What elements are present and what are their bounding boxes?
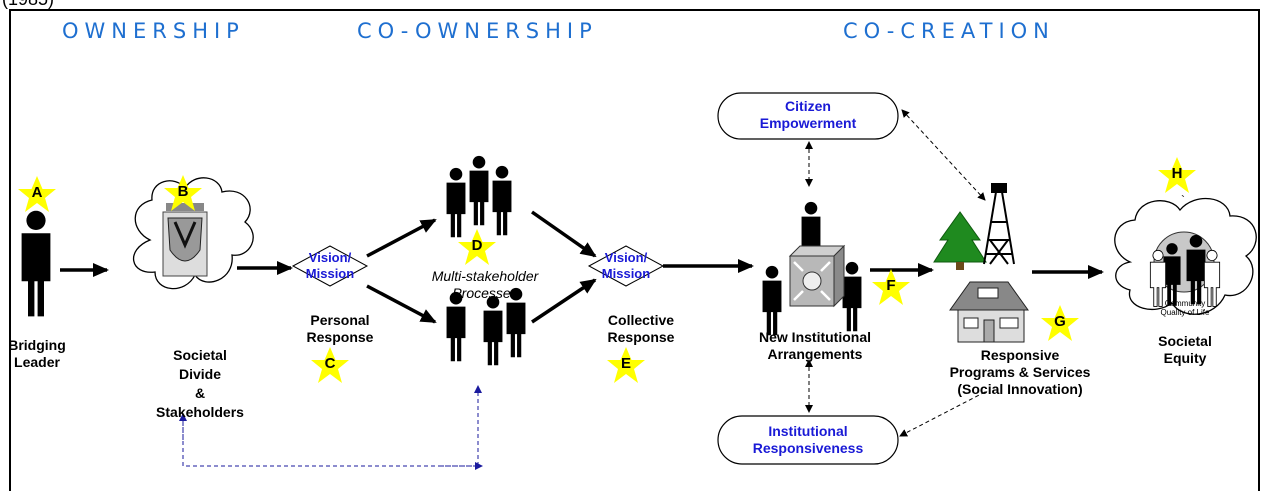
- institutional-responsiveness-box: [717, 415, 899, 465]
- phase-co-ownership: CO-OWNERSHIP: [357, 19, 598, 43]
- arrow-vision-to-group-bottom: [366, 284, 437, 324]
- dashed-arrow-programs-to-responsiveness: [899, 391, 986, 437]
- diagram-canvas: [18, 92, 1257, 470]
- citizen-empowerment-box: [717, 92, 899, 140]
- star-e-label: E: [620, 355, 631, 372]
- frame-border: [9, 9, 1260, 491]
- star-f-label: F: [886, 277, 896, 294]
- star-g-label: G: [1054, 313, 1066, 330]
- star-c-label: C: [324, 355, 336, 372]
- institution-box-icon: [788, 244, 846, 308]
- star-h-label: H: [1171, 165, 1183, 182]
- star-b-label: B: [177, 183, 189, 200]
- vision-diamond-1: [291, 245, 369, 287]
- leader-person-icon: [21, 210, 51, 317]
- house-icon: [949, 281, 1029, 343]
- arrow-vision-to-group-top: [366, 218, 437, 258]
- vision-mission-label-2: Vision/Mission: [601, 250, 651, 281]
- dashed-arrow-citizen-to-programs: [901, 109, 986, 201]
- blue-dashed-connector: [182, 420, 478, 467]
- star-a-label: A: [31, 184, 43, 201]
- derrick-icon: [983, 183, 1015, 265]
- phase-co-creation: CO-CREATION: [843, 19, 1055, 43]
- phase-ownership: OWNERSHIP: [62, 19, 245, 43]
- vision-mission-label-1: Vision/Mission: [305, 250, 355, 281]
- arrow-group-top-to-vision2: [530, 210, 597, 258]
- tree-icon: [933, 211, 987, 270]
- star-d-label: D: [471, 237, 483, 254]
- backtick-mark: `: [1181, 193, 1185, 207]
- arrow-group-bottom-to-vision2: [531, 278, 597, 324]
- top-partial-text: (1985): [2, 0, 54, 10]
- stakeholder-group-top-icon: [446, 155, 512, 238]
- crest-icon: [162, 203, 208, 277]
- community-globe-icon: [1149, 231, 1221, 307]
